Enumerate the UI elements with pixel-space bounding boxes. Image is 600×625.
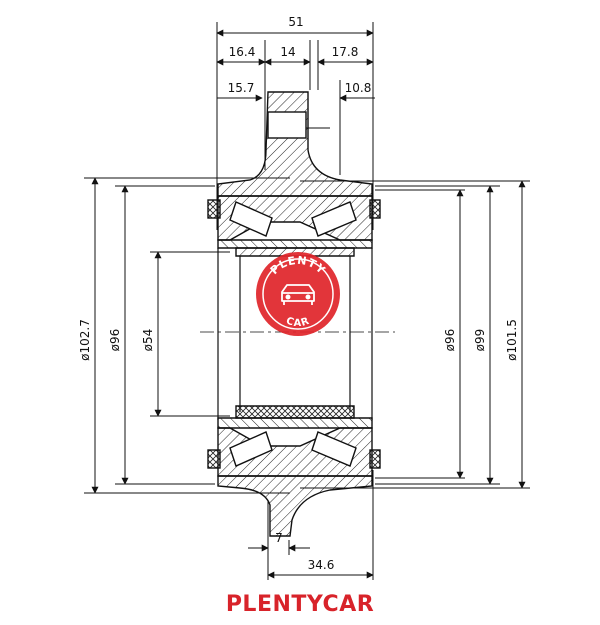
dim-dia-left: ø96 [108, 329, 122, 352]
dim-dia-right-inner: ø96 [443, 329, 457, 352]
dim-top-right: 17.8 [332, 45, 359, 59]
footer-brand: PLENTYCAR [225, 592, 375, 617]
dim-top-mid: 14 [280, 45, 295, 59]
dim-top-left: 16.4 [229, 45, 256, 59]
dim-bottom-wide: 34.6 [308, 558, 335, 572]
dim-dia-outer-left: ø102.7 [78, 319, 92, 361]
dim-second-left: 15.7 [228, 81, 255, 95]
logo-bottom-text: CAR [285, 316, 311, 329]
dim-overall-width: 51 [288, 15, 303, 29]
dim-dia-right-outer: ø101.5 [505, 319, 519, 361]
dim-second-right: 10.8 [345, 81, 372, 95]
plentycar-logo: PLENTY CAR [256, 252, 340, 336]
dim-bottom-small: 7 [275, 531, 283, 545]
car-icon [281, 284, 315, 305]
dim-dia-right-mid: ø99 [473, 329, 487, 352]
svg-text:CAR: CAR [285, 316, 312, 329]
dim-dia-bore: ø54 [141, 329, 155, 352]
